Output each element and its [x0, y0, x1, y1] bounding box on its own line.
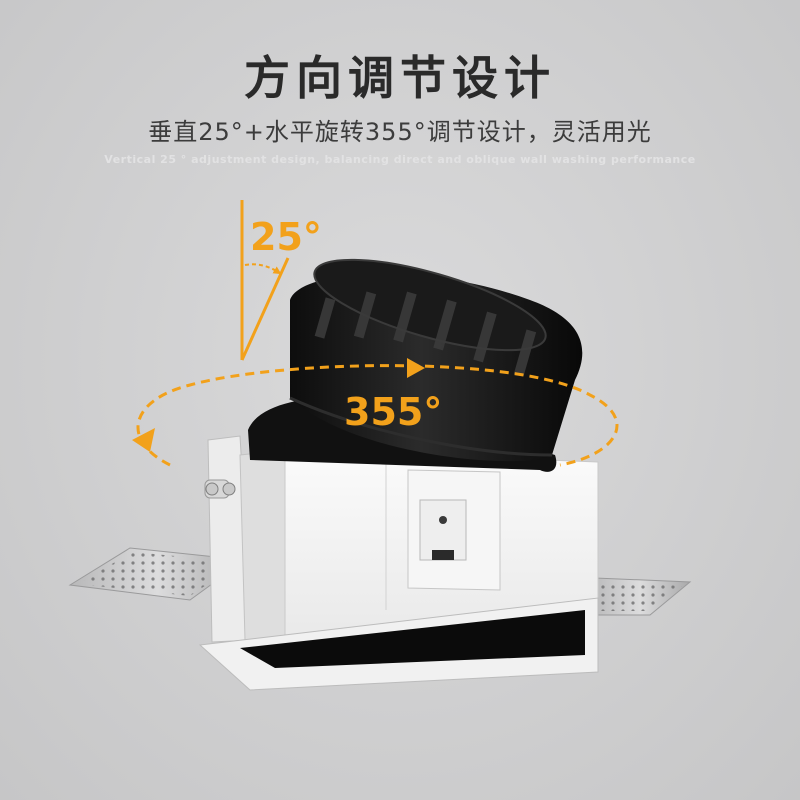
page-title: 方向调节设计 [244, 51, 556, 105]
horizontal-angle-label: 355° [344, 390, 442, 434]
english-caption: Vertical 25 ° adjustment design, balanci… [104, 153, 696, 166]
page-subtitle: 垂直25°+水平旋转355°调节设计，灵活用光 [148, 118, 652, 146]
lamp-body [248, 258, 583, 472]
rotation-indicator [132, 358, 619, 467]
housing-box [198, 449, 599, 691]
left-mounting-plate [68, 547, 247, 601]
vertical-angle-indicator [240, 200, 290, 361]
right-mounting-plate [589, 577, 692, 616]
rotation-arrow-icon [407, 358, 425, 378]
rotation-start-arrow-icon [132, 428, 155, 452]
vertical-angle-label: 25° [250, 215, 322, 259]
